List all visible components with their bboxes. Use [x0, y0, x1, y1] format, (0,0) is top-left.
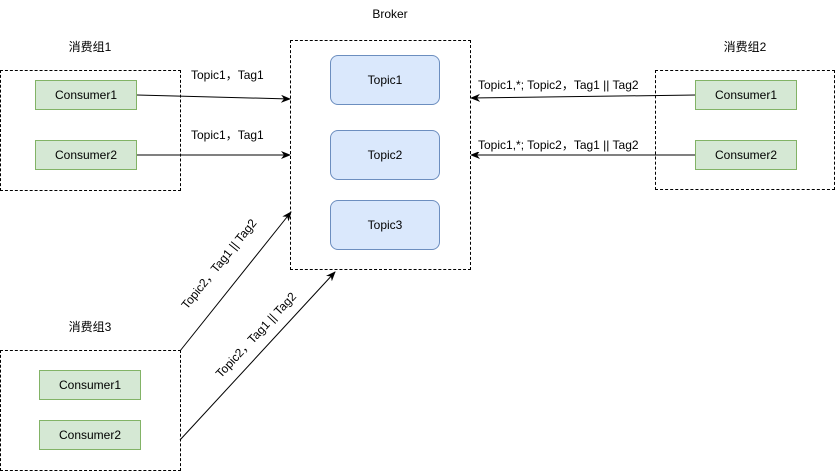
group1-container — [0, 70, 181, 191]
edge-label-g2c2: Topic1,*; Topic2，Tag1 || Tag2 — [478, 138, 639, 152]
broker-title: Broker — [372, 7, 408, 21]
group2-consumer-2[interactable]: Consumer2 — [695, 140, 797, 170]
edge-label-g1c1: Topic1，Tag1 — [191, 68, 264, 82]
topic-node-1[interactable]: Topic1 — [330, 55, 440, 105]
edge-label-g2c1: Topic1,*; Topic2，Tag1 || Tag2 — [478, 78, 639, 92]
topic-node-2[interactable]: Topic2 — [330, 130, 440, 180]
group3-title: 消费组3 — [68, 320, 112, 334]
topic-node-3[interactable]: Topic3 — [330, 200, 440, 250]
group3-consumer-1[interactable]: Consumer1 — [39, 370, 141, 400]
group1-title: 消费组1 — [68, 40, 112, 54]
edge-g3c1 — [179, 211, 292, 352]
group3-consumer-2[interactable]: Consumer2 — [39, 420, 141, 450]
edge-g3c2 — [179, 271, 336, 441]
group1-consumer-1[interactable]: Consumer1 — [35, 80, 137, 110]
group3-container — [0, 350, 181, 471]
group1-consumer-2[interactable]: Consumer2 — [35, 140, 137, 170]
edge-g2c1 — [470, 93, 697, 102]
edge-label-g1c2: Topic1，Tag1 — [191, 128, 264, 142]
group2-container — [655, 70, 835, 190]
group2-consumer-1[interactable]: Consumer1 — [695, 80, 797, 110]
broker-container — [290, 40, 471, 270]
edge-g1c1 — [136, 94, 291, 103]
group2-title: 消费组2 — [723, 40, 767, 54]
